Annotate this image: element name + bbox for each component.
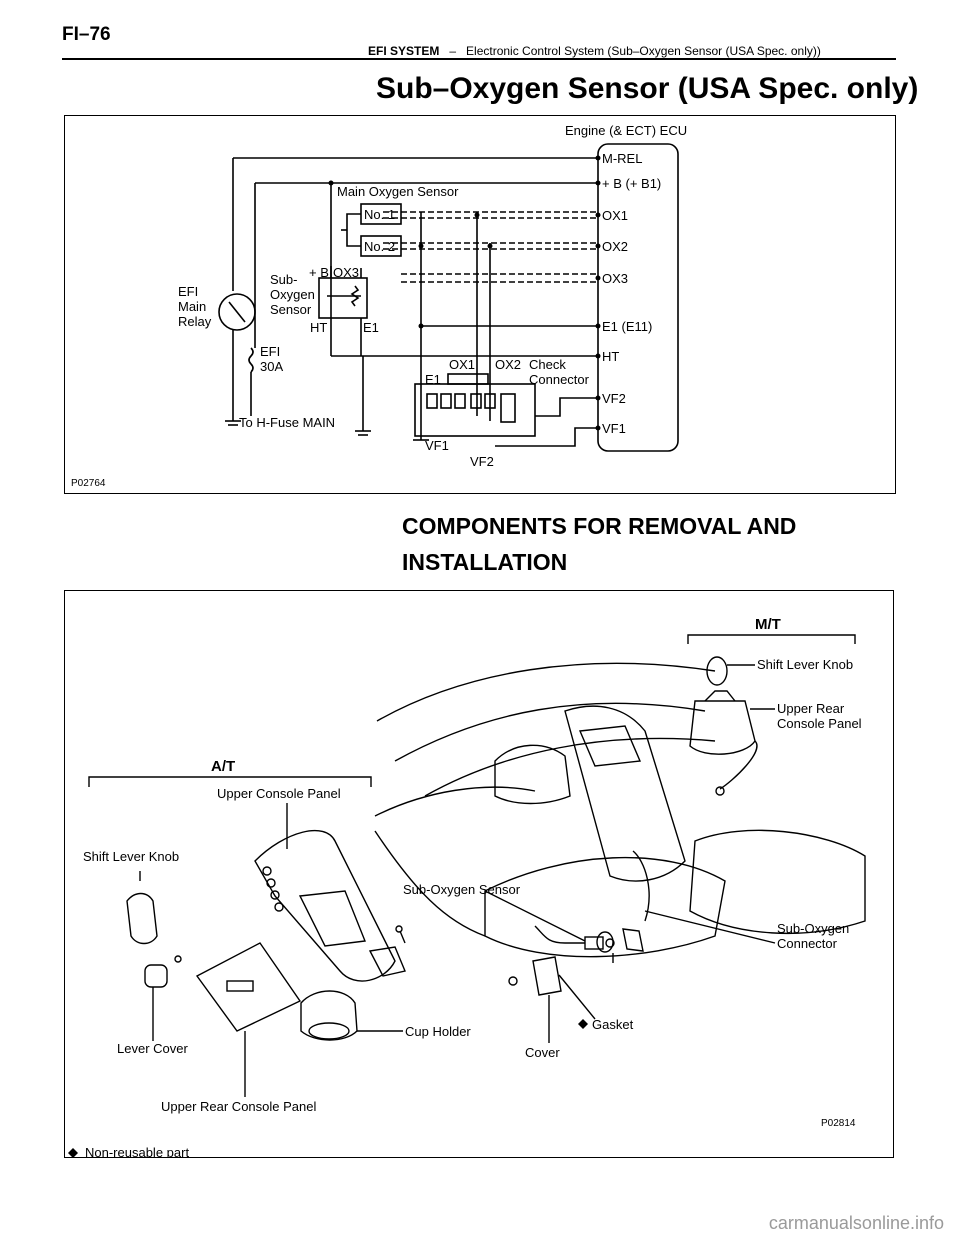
to-fuse-label: To H-Fuse MAIN [239,415,335,430]
label-sub-sensor: Sub-Oxygen Sensor [403,882,521,897]
sub-pin-ht: HT [310,320,327,335]
label-cup-holder: Cup Holder [405,1024,471,1039]
section-name: EFI SYSTEM [368,44,440,58]
terminal-ht: HT [602,349,619,364]
check-pin-ox2: OX2 [495,357,521,372]
main-oxygen-sensor-label: Main Oxygen Sensor [337,184,459,199]
section-subheading: COMPONENTS FOR REMOVAL AND INSTALLATION [402,513,797,575]
terminal-ox3: OX3 [602,271,628,286]
page-number: FI–76 [62,24,111,45]
sub-sensor-label-2: Oxygen [270,287,315,302]
label-upper-rear-at: Upper Rear Console Panel [161,1099,316,1114]
fuse-label-1: EFI [260,344,280,359]
terminal-m-rel: M-REL [602,151,642,166]
figure2-code: P02814 [821,1118,856,1129]
relay-label-1: EFI [178,284,198,299]
label-shift-knob-mt: Shift Lever Knob [757,657,853,672]
ecu-label: Engine (& ECT) ECU [565,123,687,138]
page-title: Sub–Oxygen Sensor (USA Spec. only) [376,72,919,105]
wiring-diagram: Engine (& ECT) ECU M-REL + B (+ B1) OX1 … [71,123,687,489]
components-illustration: M/T A/T Shift Lever Knob Upper Rear Cons… [68,616,866,1160]
check-connector-label-2: Connector [529,372,590,387]
sub-sensor-label-1: Sub- [270,272,297,287]
legend-non-reusable: Non-reusable part [85,1145,189,1157]
terminal-vf1: VF1 [602,421,626,436]
subsection-name: Electronic Control System (Sub–Oxygen Se… [466,44,821,58]
at-title: A/T [211,758,235,775]
label-shift-knob-at: Shift Lever Knob [83,849,179,864]
label-sub-connector-1: Sub-Oxygen [777,921,849,936]
header-rule [62,58,896,60]
sub-pin-plus-b: + B [309,265,329,280]
label-sub-connector-2: Connector [777,936,838,951]
terminal-plus-b: + B (+ B1) [602,176,661,191]
check-pin-vf1: VF1 [425,438,449,453]
label-cover: Cover [525,1045,560,1060]
check-connector-label-1: Check [529,357,566,372]
figure1-code: P02764 [71,478,106,489]
sub-pin-e1: E1 [363,320,379,335]
relay-label-3: Relay [178,314,212,329]
wiring-diagram-figure: Engine (& ECT) ECU M-REL + B (+ B1) OX1 … [64,115,896,494]
terminal-ox1: OX1 [602,208,628,223]
check-pin-ox1: OX1 [449,357,475,372]
no2-label: No. 2 [364,239,395,254]
components-figure: M/T A/T Shift Lever Knob Upper Rear Cons… [64,590,894,1160]
mt-title: M/T [755,616,781,633]
sub-pin-ox3: OX3 [333,265,359,280]
terminal-vf2: VF2 [602,391,626,406]
header-separator: – [449,44,457,58]
terminal-ox2: OX2 [602,239,628,254]
check-pin-vf2: VF2 [470,454,494,469]
label-gasket: Gasket [592,1017,634,1032]
no1-label: No. 1 [364,207,395,222]
terminal-e1: E1 (E11) [602,319,652,334]
label-upper-console: Upper Console Panel [217,786,341,801]
label-upper-rear-mt-1: Upper Rear [777,701,845,716]
label-lever-cover: Lever Cover [117,1041,188,1056]
relay-label-2: Main [178,299,206,314]
check-pin-e1: E1 [425,372,441,387]
label-upper-rear-mt-2: Console Panel [777,716,862,731]
sub-sensor-label-3: Sensor [270,302,312,317]
running-header: EFI SYSTEM–Electronic Control System (Su… [368,44,821,58]
watermark: carmanualsonline.info [768,1213,944,1233]
fuse-label-2: 30A [260,359,283,374]
